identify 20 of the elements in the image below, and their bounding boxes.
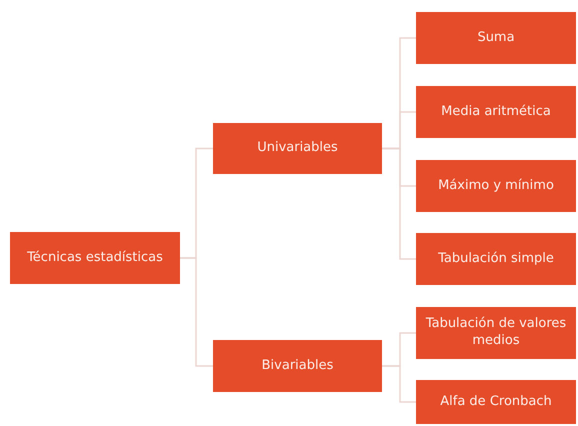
category-box: [213, 123, 382, 174]
box-label: Máximo y mínimo: [438, 178, 554, 194]
category-box: [213, 340, 382, 392]
box-label: Tabulación de valores medios: [424, 316, 568, 350]
category-box: [416, 12, 576, 64]
box-label: Técnicas estadísticas: [27, 250, 163, 266]
box-label: Univariables: [257, 140, 338, 157]
category-box: [416, 307, 576, 359]
category-box: [416, 160, 576, 212]
box-label: Tabulación simple: [438, 250, 554, 268]
category-box: [416, 233, 576, 285]
category-box: [416, 380, 576, 424]
box-label: Alfa de Cronbach: [440, 394, 552, 410]
box-label: Media aritmética: [441, 104, 551, 120]
connector-line: [180, 257, 213, 367]
category-box: [10, 232, 180, 284]
category-box: [416, 86, 576, 138]
box-label: Suma: [477, 30, 515, 46]
box-label: Bivariables: [262, 358, 334, 374]
connector-line: [382, 365, 416, 403]
